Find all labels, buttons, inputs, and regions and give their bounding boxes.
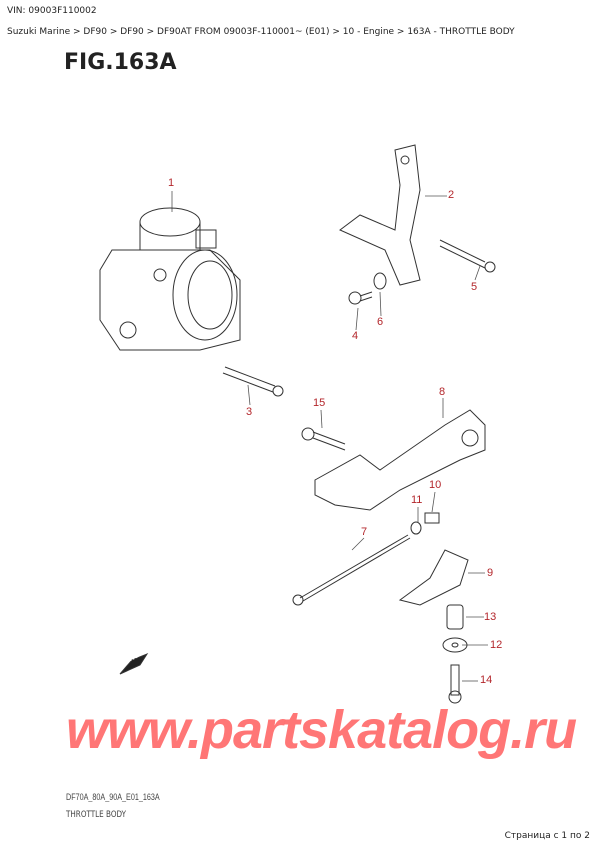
callout-1: 1 [168, 177, 175, 189]
callout-12: 12 [490, 639, 503, 651]
drawing-code: DF70A_80A_90A_E01_163A [66, 792, 160, 802]
washer-6-part [373, 272, 387, 290]
bolt-5-part [439, 239, 496, 273]
rod-7-part [292, 534, 411, 606]
bolt-14-part [448, 664, 462, 704]
callout-7: 7 [361, 526, 368, 538]
callout-8: 8 [439, 386, 446, 398]
part-10 [424, 512, 440, 524]
watermark: www.partskatalog.ru [66, 700, 577, 760]
bolt-3-part [222, 366, 284, 397]
fwd-arrow-icon [119, 652, 149, 675]
callout-13: 13 [484, 611, 497, 623]
callout-3: 3 [246, 406, 253, 418]
breadcrumb: Suzuki Marine > DF90 > DF90 > DF90AT FRO… [7, 27, 515, 37]
link-part [314, 409, 486, 511]
callout-5: 5 [471, 281, 478, 293]
callout-10: 10 [429, 479, 442, 491]
vin-label: VIN: 09003F110002 [7, 6, 97, 16]
callout-2: 2 [448, 189, 455, 201]
leader-lines [171, 191, 488, 682]
spacer-13-part [446, 604, 464, 630]
page-info: Страница с 1 по 2 [504, 831, 590, 841]
bolt-15-part [301, 427, 346, 451]
lever-9-part [398, 549, 469, 606]
washer-12-part [442, 637, 468, 653]
figure-title: FIG.163A [64, 50, 177, 75]
callout-11: 11 [411, 494, 423, 506]
bracket-part [339, 144, 421, 286]
part-11 [410, 521, 422, 535]
callout-4: 4 [352, 330, 359, 342]
bolt-4-part [348, 291, 373, 305]
throttle-body-part [99, 207, 241, 351]
callout-15: 15 [313, 397, 326, 409]
callout-14: 14 [480, 674, 493, 686]
callout-6: 6 [377, 316, 384, 328]
callout-9: 9 [487, 567, 494, 579]
diagram-caption: THROTTLE BODY [66, 810, 127, 820]
